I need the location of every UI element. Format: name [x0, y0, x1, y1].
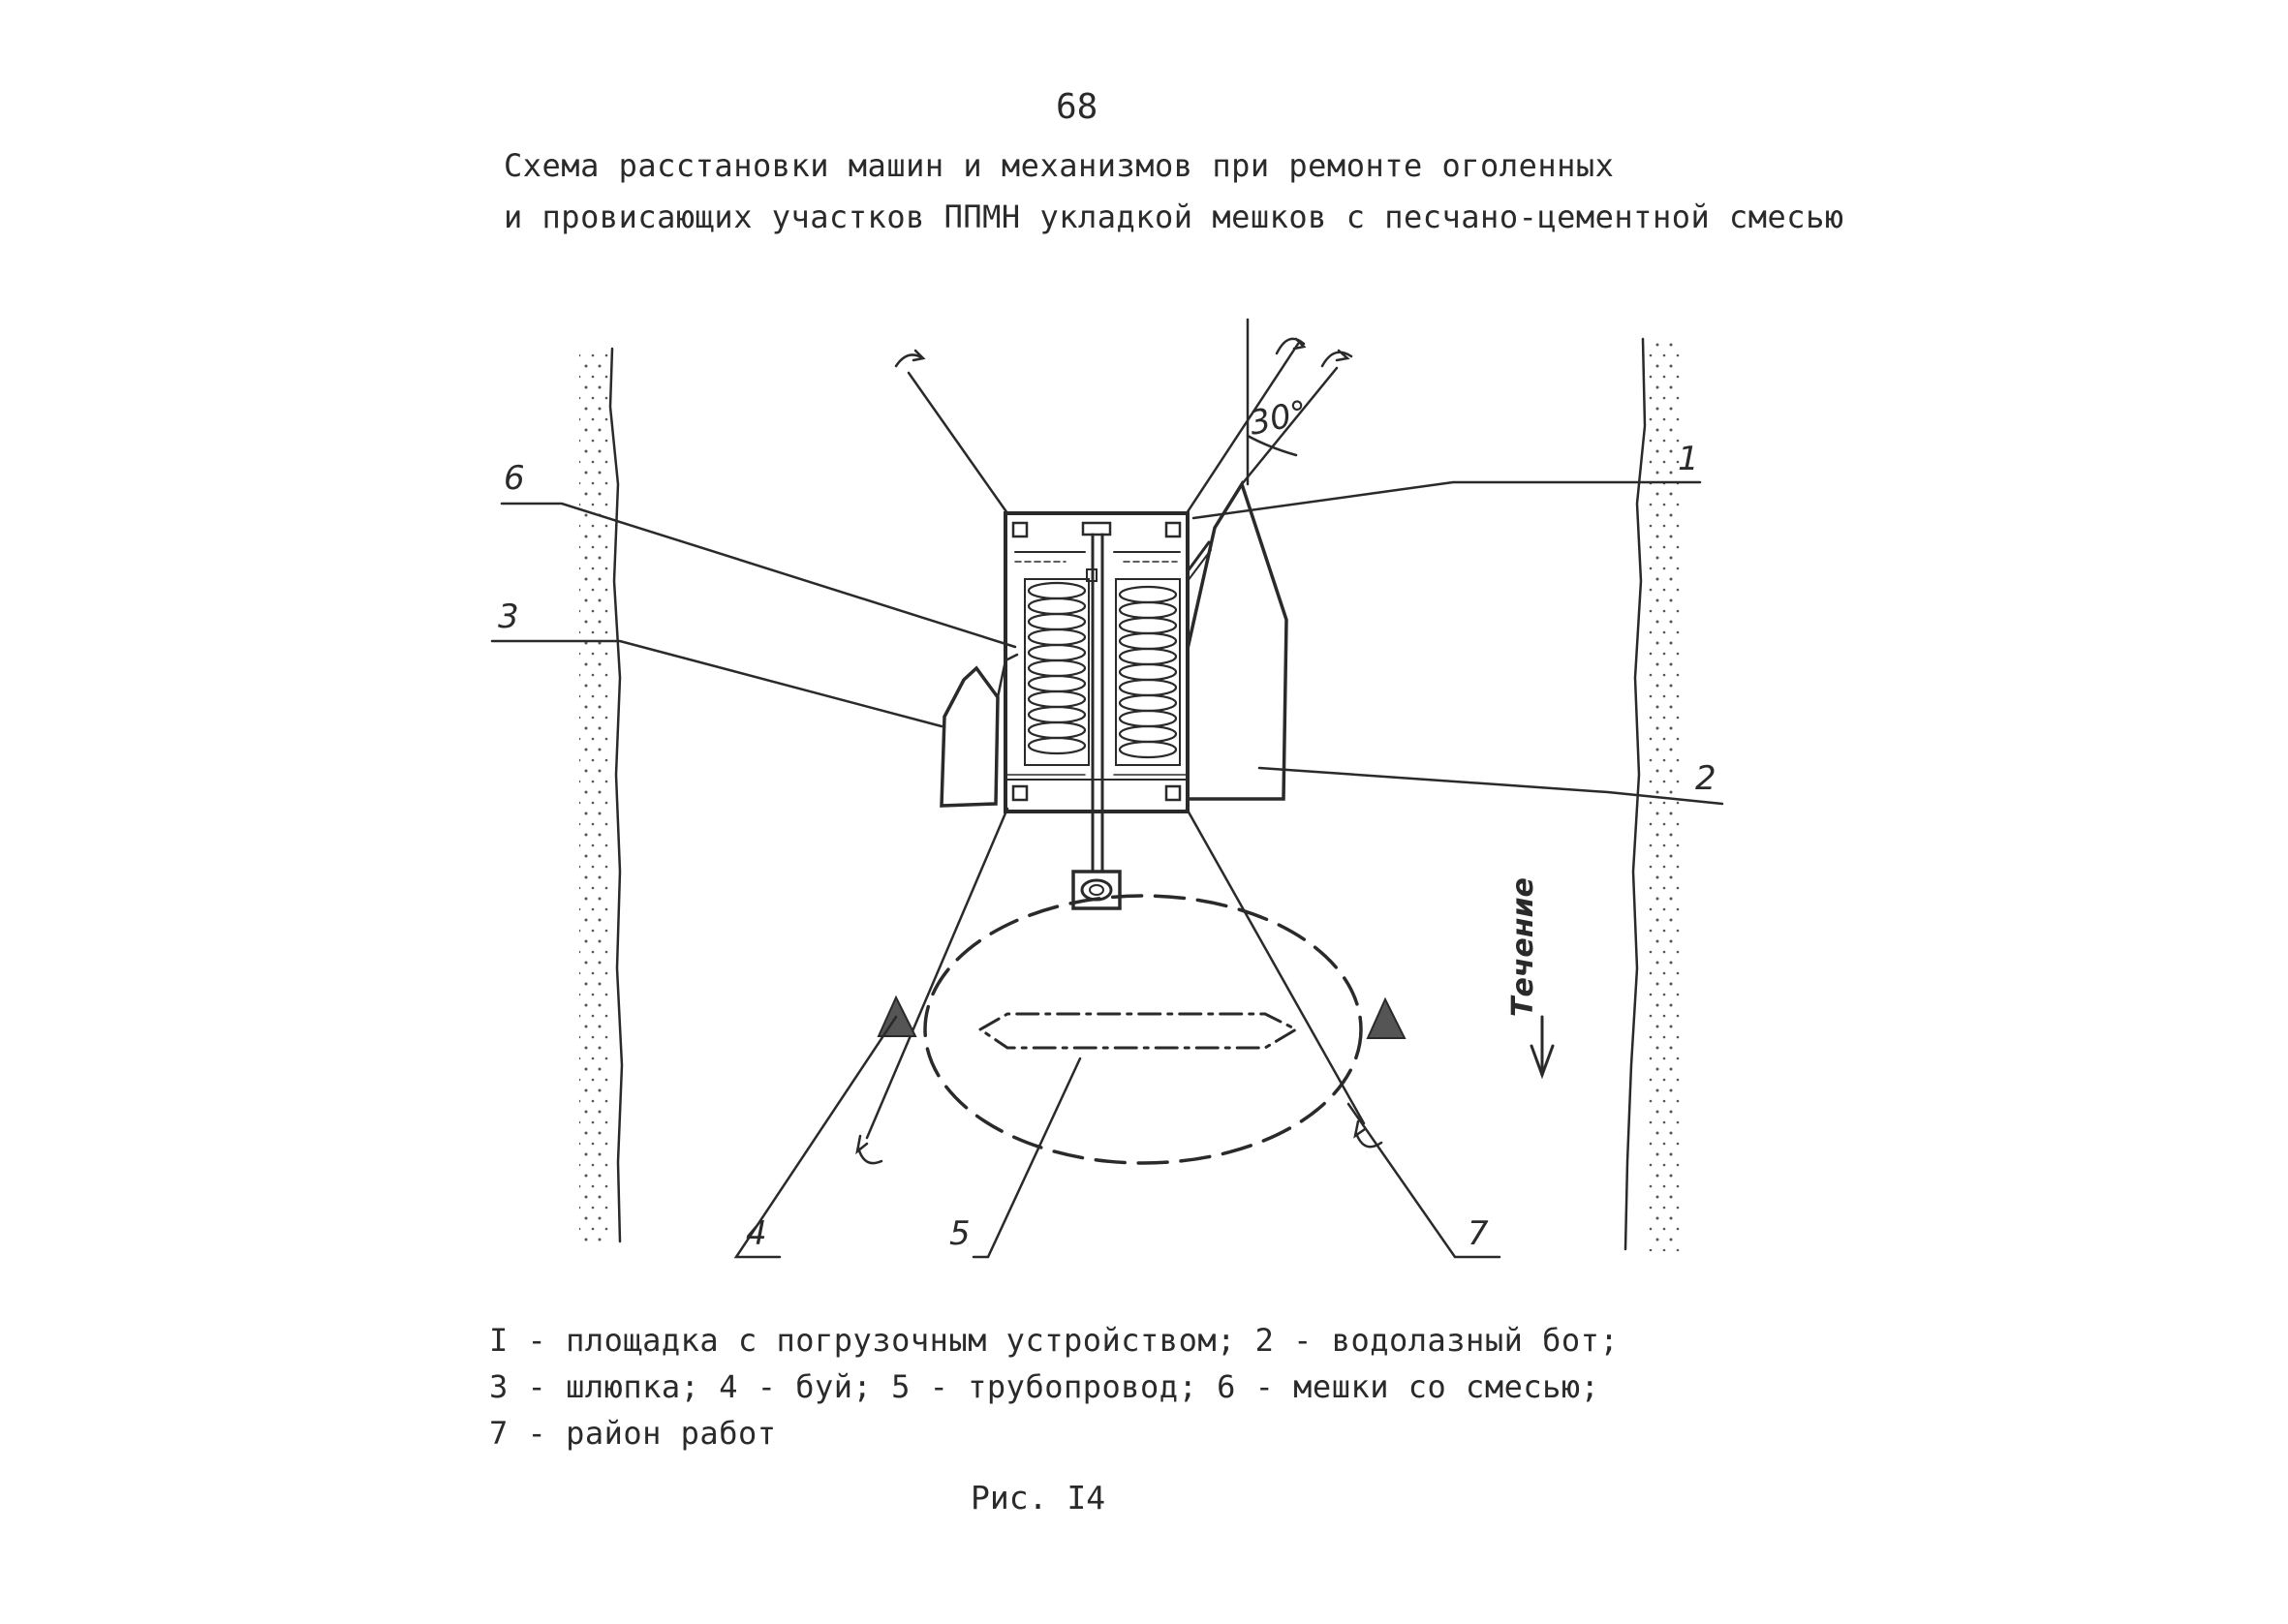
diving-boat: [1186, 479, 1288, 801]
callout-2: 2: [1695, 759, 1716, 798]
figure-caption: Рис. I4: [971, 1479, 1106, 1517]
legend-line-1: I - площадка с погрузочным устройством; …: [489, 1322, 1620, 1359]
loading-platform: [1004, 511, 1190, 873]
flow-direction-arrow: [1530, 1015, 1555, 1080]
flow-label: Течение: [1506, 877, 1540, 1017]
pipeline: [977, 1012, 1300, 1050]
sand-cement-bags: [1024, 578, 1181, 766]
rowing-boat: [940, 665, 1000, 808]
figure-title-line-2: и провисающих участков ППМН укладкой меш…: [504, 199, 1844, 235]
legend-line-2: 3 - шлюпка; 4 - буй; 5 - трубопровод; 6 …: [489, 1368, 1600, 1405]
buoy-right: [1366, 996, 1407, 1039]
angle-label: 30°: [1246, 393, 1311, 444]
callout-3: 3: [498, 598, 519, 636]
figure-title-line-1: Схема расстановки машин и механизмов при…: [504, 147, 1615, 184]
anchor-icons: [855, 337, 1383, 1165]
angle-arc: [1246, 434, 1298, 457]
callout-1: 1: [1678, 440, 1699, 478]
callout-lines: [490, 480, 1724, 1259]
callout-5: 5: [949, 1214, 971, 1253]
page-number: 68: [1056, 87, 1098, 127]
left-riverbank: [579, 347, 624, 1243]
callout-numbers: 1 2 3 4 5 6 7: [498, 440, 1716, 1253]
callout-6: 6: [504, 459, 525, 498]
callout-4: 4: [746, 1214, 767, 1253]
legend-line-3: 7 - район работ: [489, 1415, 777, 1452]
anchor-lines: [865, 318, 1366, 1140]
callout-7: 7: [1468, 1214, 1489, 1253]
work-area: [923, 894, 1363, 1165]
